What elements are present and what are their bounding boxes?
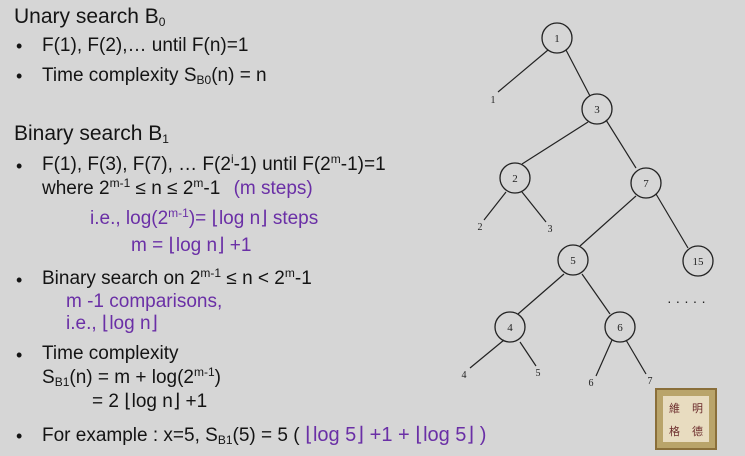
tree-leaf-label: 6 [589, 378, 594, 389]
unary-bullet-1: F(1), F(2),… until F(n)=1 [42, 35, 249, 56]
bullet-dot: • [16, 345, 23, 365]
tree-node-label: 1 [554, 33, 560, 45]
time-complexity-result: = 2 ⌊log n⌋ +1 [92, 391, 208, 412]
binary-comparisons: m -1 comparisons, [66, 291, 223, 312]
tree-node-label: 5 [570, 255, 576, 267]
tree-edge [565, 49, 591, 97]
tree-node-label: 7 [643, 178, 649, 190]
example-line: For example : x=5, SB1(5) = 5 ( ⌊log 5⌋ … [42, 424, 487, 447]
tree-node-circle [557, 244, 589, 276]
tree-node-circle [499, 162, 531, 194]
tree-edge [483, 191, 507, 221]
tree-node-circle [494, 311, 526, 343]
tree-edge [595, 339, 613, 377]
tree-edge [625, 339, 647, 375]
tree-node-circle [541, 22, 573, 54]
binary-ie-log: i.e., ⌊log n⌋ [66, 313, 158, 334]
binary-title: Binary search B1 [14, 122, 169, 146]
tree-node-label: 4 [507, 322, 513, 334]
tree-leaf-label: 1 [491, 95, 496, 106]
tree-edge [579, 195, 637, 247]
crest-char: 維 [669, 401, 680, 415]
binary-sequence: F(1), F(3), F(7), … F(2i-1) until F(2m-1… [42, 152, 386, 175]
unary-title: Unary search B0 [14, 5, 166, 29]
crest-emblem: 維 明 格 德 [663, 396, 709, 442]
binary-search-range: Binary search on 2m-1 ≤ n < 2m-1 [42, 266, 312, 289]
crest-char: 格 [669, 424, 680, 438]
binary-where: where 2m-1 ≤ n ≤ 2m-1 (m steps) [42, 176, 313, 199]
tree-edge [517, 273, 565, 315]
tree-node-circle [604, 311, 636, 343]
tree-edge [581, 273, 611, 315]
tree-leaf-label: 4 [462, 370, 467, 381]
bullet-dot: • [16, 66, 23, 86]
binary-ie-steps: i.e., log(2m-1)= ⌊log n⌋ steps [90, 206, 319, 229]
m-steps-note: (m steps) [233, 178, 313, 199]
tree-node-label: 15 [693, 256, 705, 268]
unary-bullet-2: Time complexity SB0(n) = n [42, 65, 267, 87]
tree-edge [469, 339, 505, 369]
example-expression: ⌊log 5⌋ +1 + ⌊log 5⌋ ) [299, 424, 487, 446]
time-complexity-formula: SB1(n) = m + log(2m-1) [42, 365, 221, 389]
tree-leaf-label: 2 [478, 222, 483, 233]
bullet-dot: • [16, 156, 23, 176]
tree-edge [605, 119, 637, 169]
tree-edge [519, 341, 537, 367]
tree-leaf-label: 7 [648, 376, 653, 387]
tree-node-circle [581, 93, 613, 125]
crest-char: 明 [692, 401, 703, 415]
bullet-dot: • [16, 426, 23, 446]
tree-ellipsis: · · · · · [667, 293, 706, 309]
tree-leaf-label: 5 [536, 368, 541, 379]
binary-m-formula: m = ⌊log n⌋ +1 [131, 235, 252, 256]
time-complexity-label: Time complexity [42, 343, 179, 364]
crest-char: 德 [692, 424, 703, 438]
bullet-dot: • [16, 270, 23, 290]
tree-edge [521, 191, 547, 223]
tree-edge [521, 121, 589, 165]
tree-node-circle [630, 167, 662, 199]
university-crest-logo: 維 明 格 德 [655, 388, 717, 450]
tree-leaf-label: 3 [548, 224, 553, 235]
bullet-dot: • [16, 36, 23, 56]
tree-node-label: 6 [617, 322, 623, 334]
tree-edge [655, 193, 689, 249]
tree-node-label: 3 [594, 104, 600, 116]
tree-node-circle [682, 245, 714, 277]
tree-node-label: 2 [512, 173, 518, 185]
tree-edge [497, 49, 549, 93]
